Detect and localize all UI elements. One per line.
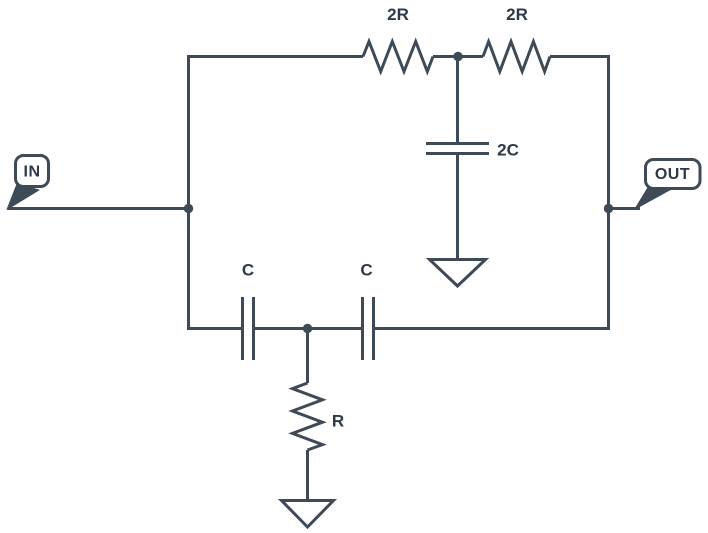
capacitor-plates-icon <box>426 142 489 155</box>
capacitor-c-bottom-left: C <box>241 261 255 360</box>
resistor-2r-right: 2R <box>481 5 552 76</box>
ground-icon-middle <box>425 258 490 289</box>
in-port-callout: IN <box>6 154 50 210</box>
junction-dot-top <box>453 51 463 62</box>
resistor-zigzag-icon <box>481 37 552 76</box>
left-branch-wire <box>187 55 363 330</box>
resistor-2r-left-label: 2R <box>387 5 409 24</box>
resistor-r-bottom-label: R <box>332 412 344 431</box>
callout-box <box>14 154 50 188</box>
junction-dot-output <box>603 203 614 214</box>
capacitor-plates-icon <box>361 297 375 360</box>
callout-box <box>644 158 702 190</box>
junction-dot-bottom <box>302 323 313 334</box>
capacitor-plates-icon <box>241 297 255 360</box>
capacitor-2c-middle: 2C <box>426 141 519 160</box>
right-branch-wire <box>550 55 610 330</box>
out-port-callout: OUT <box>634 158 702 210</box>
wires <box>8 55 640 501</box>
resistor-2r-right-label: 2R <box>506 5 528 24</box>
capacitor-2c-label: 2C <box>497 141 519 160</box>
resistor-r-bottom: R <box>288 381 344 452</box>
capacitor-c-left-label: C <box>242 261 254 280</box>
junction-dot-input <box>183 203 194 214</box>
resistor-zigzag-icon <box>361 37 435 76</box>
out-port-label: OUT <box>655 166 690 183</box>
capacitor-c-bottom-right: C <box>360 261 375 360</box>
in-port-label: IN <box>24 164 41 181</box>
capacitor-c-right-label: C <box>360 261 372 280</box>
ground-icon-bottom <box>277 499 338 530</box>
callout-tail <box>634 187 675 210</box>
resistor-2r-left: 2R <box>361 5 435 76</box>
resistor-zigzag-icon <box>288 381 327 452</box>
